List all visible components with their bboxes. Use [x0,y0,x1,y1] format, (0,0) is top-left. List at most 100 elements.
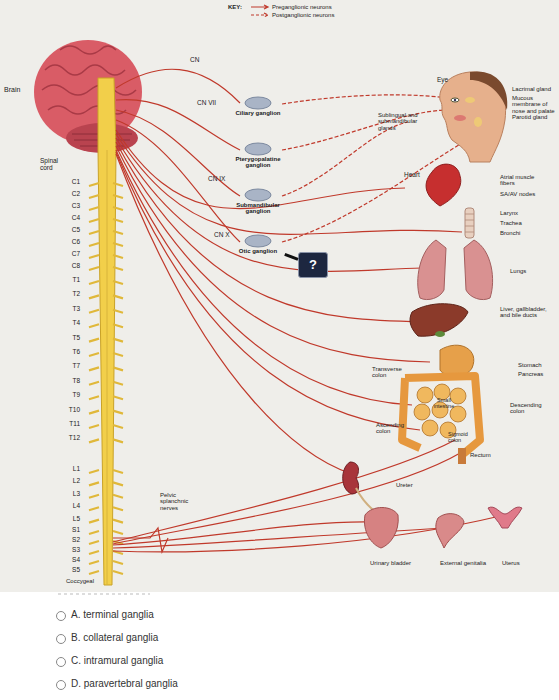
segment-label: L2 [64,478,80,485]
ganglion-label: Pterygopalatine ganglion [224,156,292,169]
head [440,71,508,162]
part-label: Coccygeal [66,578,94,584]
nerve-root [89,353,123,356]
part-label: Descending colon [510,402,550,415]
part-label: Brain [4,86,20,93]
part-label: Atrial muscle fibers [500,174,540,187]
nerve-root [89,439,123,442]
ganglion: Submandibular ganglion [224,188,292,215]
segment-label: C7 [64,251,80,258]
nerve-root [89,207,123,210]
nerve-root [89,425,123,428]
ganglion-oval [224,188,292,202]
nerve-root [89,495,123,498]
segment-label: C1 [64,179,80,186]
answer-background [0,592,559,700]
segment-label: T8 [64,378,80,385]
part-label: Transverse colon [372,366,402,379]
part-label: CN IX [208,176,225,183]
ganglion: Pterygopalatine ganglion [224,142,292,169]
segment-label: L3 [64,491,80,498]
segment-label: T12 [64,435,80,442]
small-intestine [414,384,466,438]
pelvic-fibers [113,440,500,552]
legend-text: Postganglionic neurons [272,12,334,18]
answer-option: D. paravertebral ganglia [71,679,178,690]
part-label: Bronchi [500,230,520,236]
segment-label: T5 [64,335,80,342]
nerve-root [89,482,123,485]
ganglion: Otic ganglion [228,234,288,254]
legend-entry: Postganglionic neurons [250,12,334,18]
segment-label: T4 [64,320,80,327]
nerve-root [89,281,123,284]
nerve-root [89,267,123,270]
segment-label: L5 [64,516,80,523]
part-label: Pancreas [518,371,543,377]
answer-option: A. terminal ganglia [71,610,154,621]
nerve-root [89,507,123,510]
nerve-root [89,520,123,523]
external-genitalia [436,514,464,548]
part-label: Stomach [518,362,542,368]
separator [58,594,150,595]
brain [34,40,142,153]
heart [426,164,461,206]
segment-label: T6 [64,349,80,356]
segment-label: C2 [64,191,80,198]
part-label: Ureter [396,482,413,488]
nerve-root [89,324,123,327]
nerve-root [89,561,123,564]
nerve-root [89,396,123,399]
part-label: Sigmoid colon [448,432,478,444]
part-label: Heart [404,172,420,179]
legend-text: Preganglionic neurons [272,4,332,10]
pointer-line [285,254,298,259]
nerve-root [89,255,123,258]
nerve-root [89,339,123,342]
segment-label: T1 [64,277,80,284]
segment-label: T2 [64,291,80,298]
nerve-root [89,571,123,574]
ganglion-oval [228,234,288,248]
stomach [440,345,474,376]
nerve-root [89,243,123,246]
segment-label: L1 [64,466,80,473]
part-label: KEY: [228,4,242,10]
part-label: CN VII [197,100,216,107]
trachea [465,208,474,238]
trachea-rings [465,214,474,232]
answer-option: C. intramural ganglia [71,656,163,667]
part-label: Rectum [470,452,491,458]
segment-label: S3 [64,547,80,554]
right-lung [464,240,493,300]
segment-label: T11 [64,421,80,428]
part-label: CN X [214,232,230,239]
segment-label: C5 [64,227,80,234]
ganglion: Ciliary ganglion [228,96,288,116]
segment-label: C8 [64,263,80,270]
spinal-nerve-roots [89,183,123,574]
segment-label: S4 [64,557,80,564]
colon [402,376,480,455]
segment-label: T10 [64,407,80,414]
part-label: Pelvic splanchnic nerves [160,492,196,511]
cord-midline [107,150,108,585]
segment-label: S5 [64,567,80,574]
segment-label: L4 [64,503,80,510]
segment-label: C4 [64,215,80,222]
nerve-root [89,531,123,534]
ganglion-label: Otic ganglion [228,248,288,254]
segment-label: S1 [64,527,80,534]
spinal-cord [98,78,116,585]
part-label: Sublingual and submandibular glands [378,112,424,131]
nerve-root [89,367,123,370]
preganglionic-fibers [116,69,462,474]
part-label: Uterus [502,560,520,566]
segment-label: C3 [64,203,80,210]
part-label: Small intestine [430,398,458,410]
part-label: SA/AV nodes [500,191,550,197]
nerve-root [89,411,123,414]
gallbladder [435,331,445,337]
